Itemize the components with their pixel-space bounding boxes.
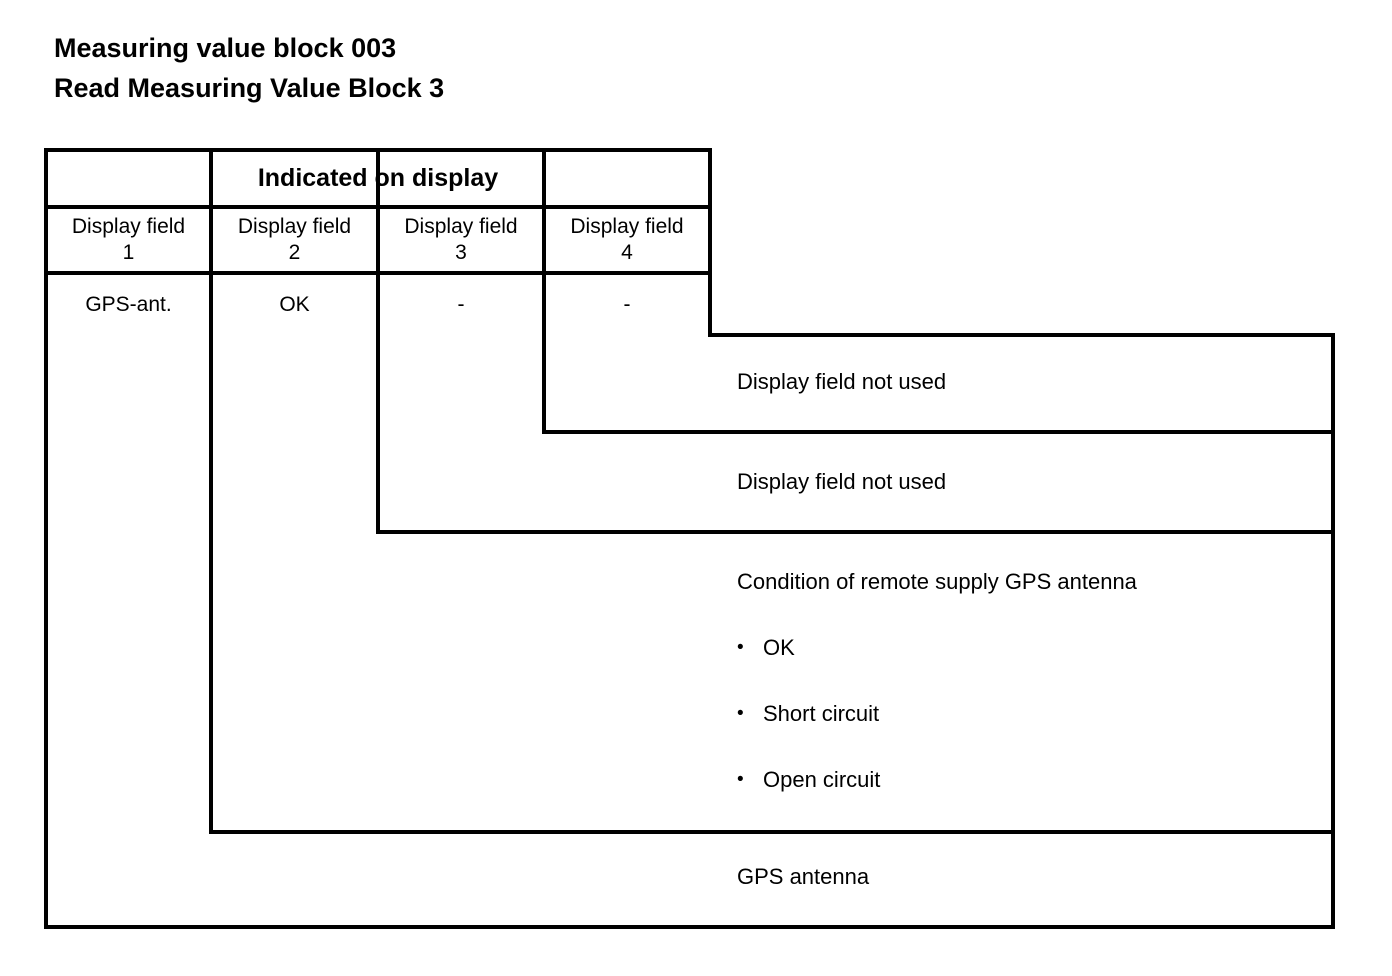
- annotation-field2-heading: Condition of remote supply GPS antenna: [737, 569, 1137, 594]
- bullet-icon: •: [737, 637, 744, 658]
- column-divider-1-2: [209, 148, 213, 834]
- bullet-icon: •: [737, 703, 744, 724]
- callout-field2-bottom-line: [209, 830, 1335, 834]
- annotation-field3-not-used: Display field not used: [737, 469, 947, 494]
- column-divider-3-4: [542, 148, 546, 434]
- page-title-line1: Measuring value block 003: [54, 33, 397, 63]
- table-right-border: [708, 148, 712, 337]
- table-left-border: [44, 148, 48, 929]
- bullet-label: Short circuit: [763, 701, 880, 726]
- bullet-label: Open circuit: [763, 767, 881, 792]
- table-title: Indicated on display: [257, 164, 499, 192]
- column-header-display-field-1: Display field 1: [71, 215, 186, 264]
- annotation-field4-not-used: Display field not used: [737, 369, 947, 394]
- callout-field3-bottom-line: [376, 530, 1335, 534]
- callout-field1-bottom-line: [44, 925, 1335, 929]
- value-display-field-4: -: [623, 293, 631, 316]
- column-header-display-field-4: Display field 4: [570, 215, 684, 264]
- bullet-label: OK: [763, 635, 795, 660]
- page-title-line2: Read Measuring Value Block 3: [54, 73, 445, 103]
- page-title: Measuring value block 003 Read Measuring…: [54, 28, 444, 108]
- callout-field4-bottom-line: [542, 430, 1335, 434]
- callout-right-edge: [1331, 333, 1335, 929]
- column-header-display-field-3: Display field 3: [404, 215, 518, 264]
- annotation-field2-bullet-open-circuit: • Open circuit: [737, 767, 880, 793]
- annotation-field1-gps-antenna: GPS antenna: [737, 864, 870, 889]
- annotation-field2-bullet-ok: • OK: [737, 635, 795, 661]
- value-display-field-3: -: [457, 293, 465, 316]
- value-display-field-1: GPS-ant.: [85, 293, 172, 316]
- column-header-display-field-2: Display field 2: [237, 215, 352, 264]
- callout-field4-top-line: [708, 333, 1335, 337]
- bullet-icon: •: [737, 769, 744, 790]
- annotation-field2-bullet-short-circuit: • Short circuit: [737, 701, 879, 727]
- value-display-field-2: OK: [279, 293, 310, 316]
- column-divider-2-3: [376, 148, 380, 534]
